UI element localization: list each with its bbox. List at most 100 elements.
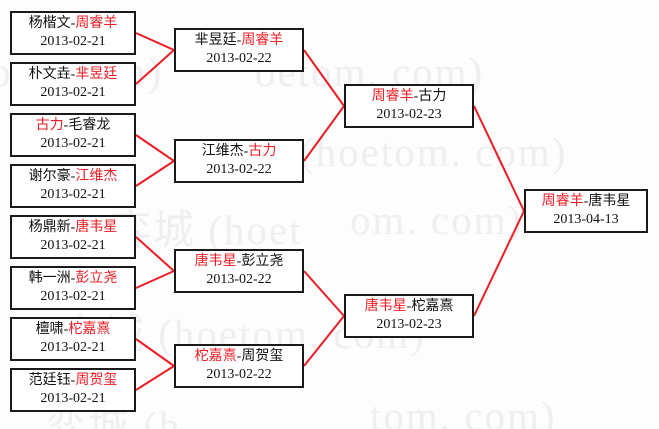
- match-players: 唐韦星-彭立尧: [176, 253, 302, 271]
- player-separator: -: [70, 220, 76, 235]
- match-date: 2013-02-22: [206, 51, 272, 66]
- watermark-text: 弈城 (hoet: [110, 207, 303, 253]
- player-left: 江维杰: [201, 144, 244, 159]
- player-separator: -: [236, 254, 242, 269]
- connector-line: [303, 315, 345, 367]
- match-date: 2013-02-21: [40, 289, 106, 304]
- connector-line: [135, 134, 175, 162]
- connector-line: [135, 236, 175, 272]
- player-left: 周睿羊: [371, 89, 414, 104]
- player-right: 周睿羊: [75, 16, 118, 31]
- player-separator: -: [70, 373, 76, 388]
- player-left: 范廷钰: [28, 373, 71, 388]
- player-separator: -: [70, 67, 76, 82]
- match-players: 谢尔豪-江维杰: [12, 168, 134, 186]
- match-date: 2013-02-23: [376, 317, 442, 332]
- connector-line: [135, 338, 175, 367]
- match-players: 朴文垚-芈昱廷: [12, 66, 134, 84]
- player-right: 芈昱廷: [75, 67, 118, 82]
- player-left: 柁嘉熹: [194, 349, 237, 364]
- player-left: 韩一洲: [28, 271, 71, 286]
- player-separator: -: [63, 118, 69, 133]
- player-right: 毛睿龙: [68, 118, 111, 133]
- match-date: 2013-02-21: [40, 391, 106, 406]
- match-players: 江维杰-古力: [176, 143, 302, 161]
- match-players: 檀啸-柁嘉熹: [12, 321, 134, 339]
- player-right: 柁嘉熹: [68, 322, 111, 337]
- player-left: 朴文垚: [28, 67, 71, 82]
- connector-line: [135, 365, 175, 391]
- player-separator: -: [63, 322, 69, 337]
- match-date: 2013-02-21: [40, 187, 106, 202]
- watermark-text: om. com): [350, 197, 524, 243]
- connector-line: [473, 210, 525, 317]
- player-right: 彭立尧: [241, 254, 284, 269]
- player-right: 江维杰: [75, 169, 118, 184]
- match-date: 2013-02-23: [376, 107, 442, 122]
- player-separator: -: [583, 194, 589, 209]
- connector-line: [303, 270, 345, 317]
- match-players: 韩一洲-彭立尧: [12, 270, 134, 288]
- connector-line: [473, 105, 525, 212]
- player-separator: -: [70, 271, 76, 286]
- player-separator: -: [406, 299, 412, 314]
- watermark-text: (hoetom. com): [300, 129, 568, 175]
- match-date: 2013-02-21: [40, 340, 106, 355]
- match-players: 杨楷文-周睿羊: [12, 15, 134, 33]
- player-right: 柁嘉熹: [411, 299, 454, 314]
- player-left: 杨鼎新: [28, 220, 71, 235]
- player-right: 唐韦星: [75, 220, 118, 235]
- match-date: 2013-02-21: [40, 34, 106, 49]
- player-right: 周贺玺: [241, 349, 284, 364]
- player-separator: -: [413, 89, 419, 104]
- player-right: 古力: [418, 89, 447, 104]
- player-left: 谢尔豪: [28, 169, 71, 184]
- player-separator: -: [70, 169, 76, 184]
- match-players: 周睿羊-古力: [346, 88, 472, 106]
- player-left: 唐韦星: [364, 299, 407, 314]
- match-players: 杨鼎新-唐韦星: [12, 219, 134, 237]
- connector-line: [303, 105, 345, 162]
- match-date: 2013-02-22: [206, 162, 272, 177]
- player-left: 唐韦星: [194, 254, 237, 269]
- connector-line: [135, 270, 175, 289]
- match-date: 2013-02-22: [206, 272, 272, 287]
- player-separator: -: [243, 144, 249, 159]
- connector-line: [303, 49, 345, 107]
- match-players: 唐韦星-柁嘉熹: [346, 298, 472, 316]
- match-date: 2013-02-21: [40, 238, 106, 253]
- connector-line: [135, 32, 175, 51]
- player-left: 杨楷文: [28, 16, 71, 31]
- watermark-text: tom. com): [370, 393, 557, 429]
- match-players: 范廷钰-周贺玺: [12, 372, 134, 390]
- connector-line: [135, 49, 175, 85]
- player-right: 唐韦星: [588, 194, 631, 209]
- player-left: 古力: [35, 118, 64, 133]
- match-date: 2013-02-22: [206, 367, 272, 382]
- player-right: 古力: [248, 144, 277, 159]
- player-separator: -: [236, 33, 242, 48]
- match-players: 古力-毛睿龙: [12, 117, 134, 135]
- player-left: 芈昱廷: [194, 33, 237, 48]
- connector-line: [135, 160, 175, 187]
- player-left: 檀啸: [35, 322, 64, 337]
- match-players: 芈昱廷-周睿羊: [176, 32, 302, 50]
- player-separator: -: [70, 16, 76, 31]
- match-players: 柁嘉熹-周贺玺: [176, 348, 302, 366]
